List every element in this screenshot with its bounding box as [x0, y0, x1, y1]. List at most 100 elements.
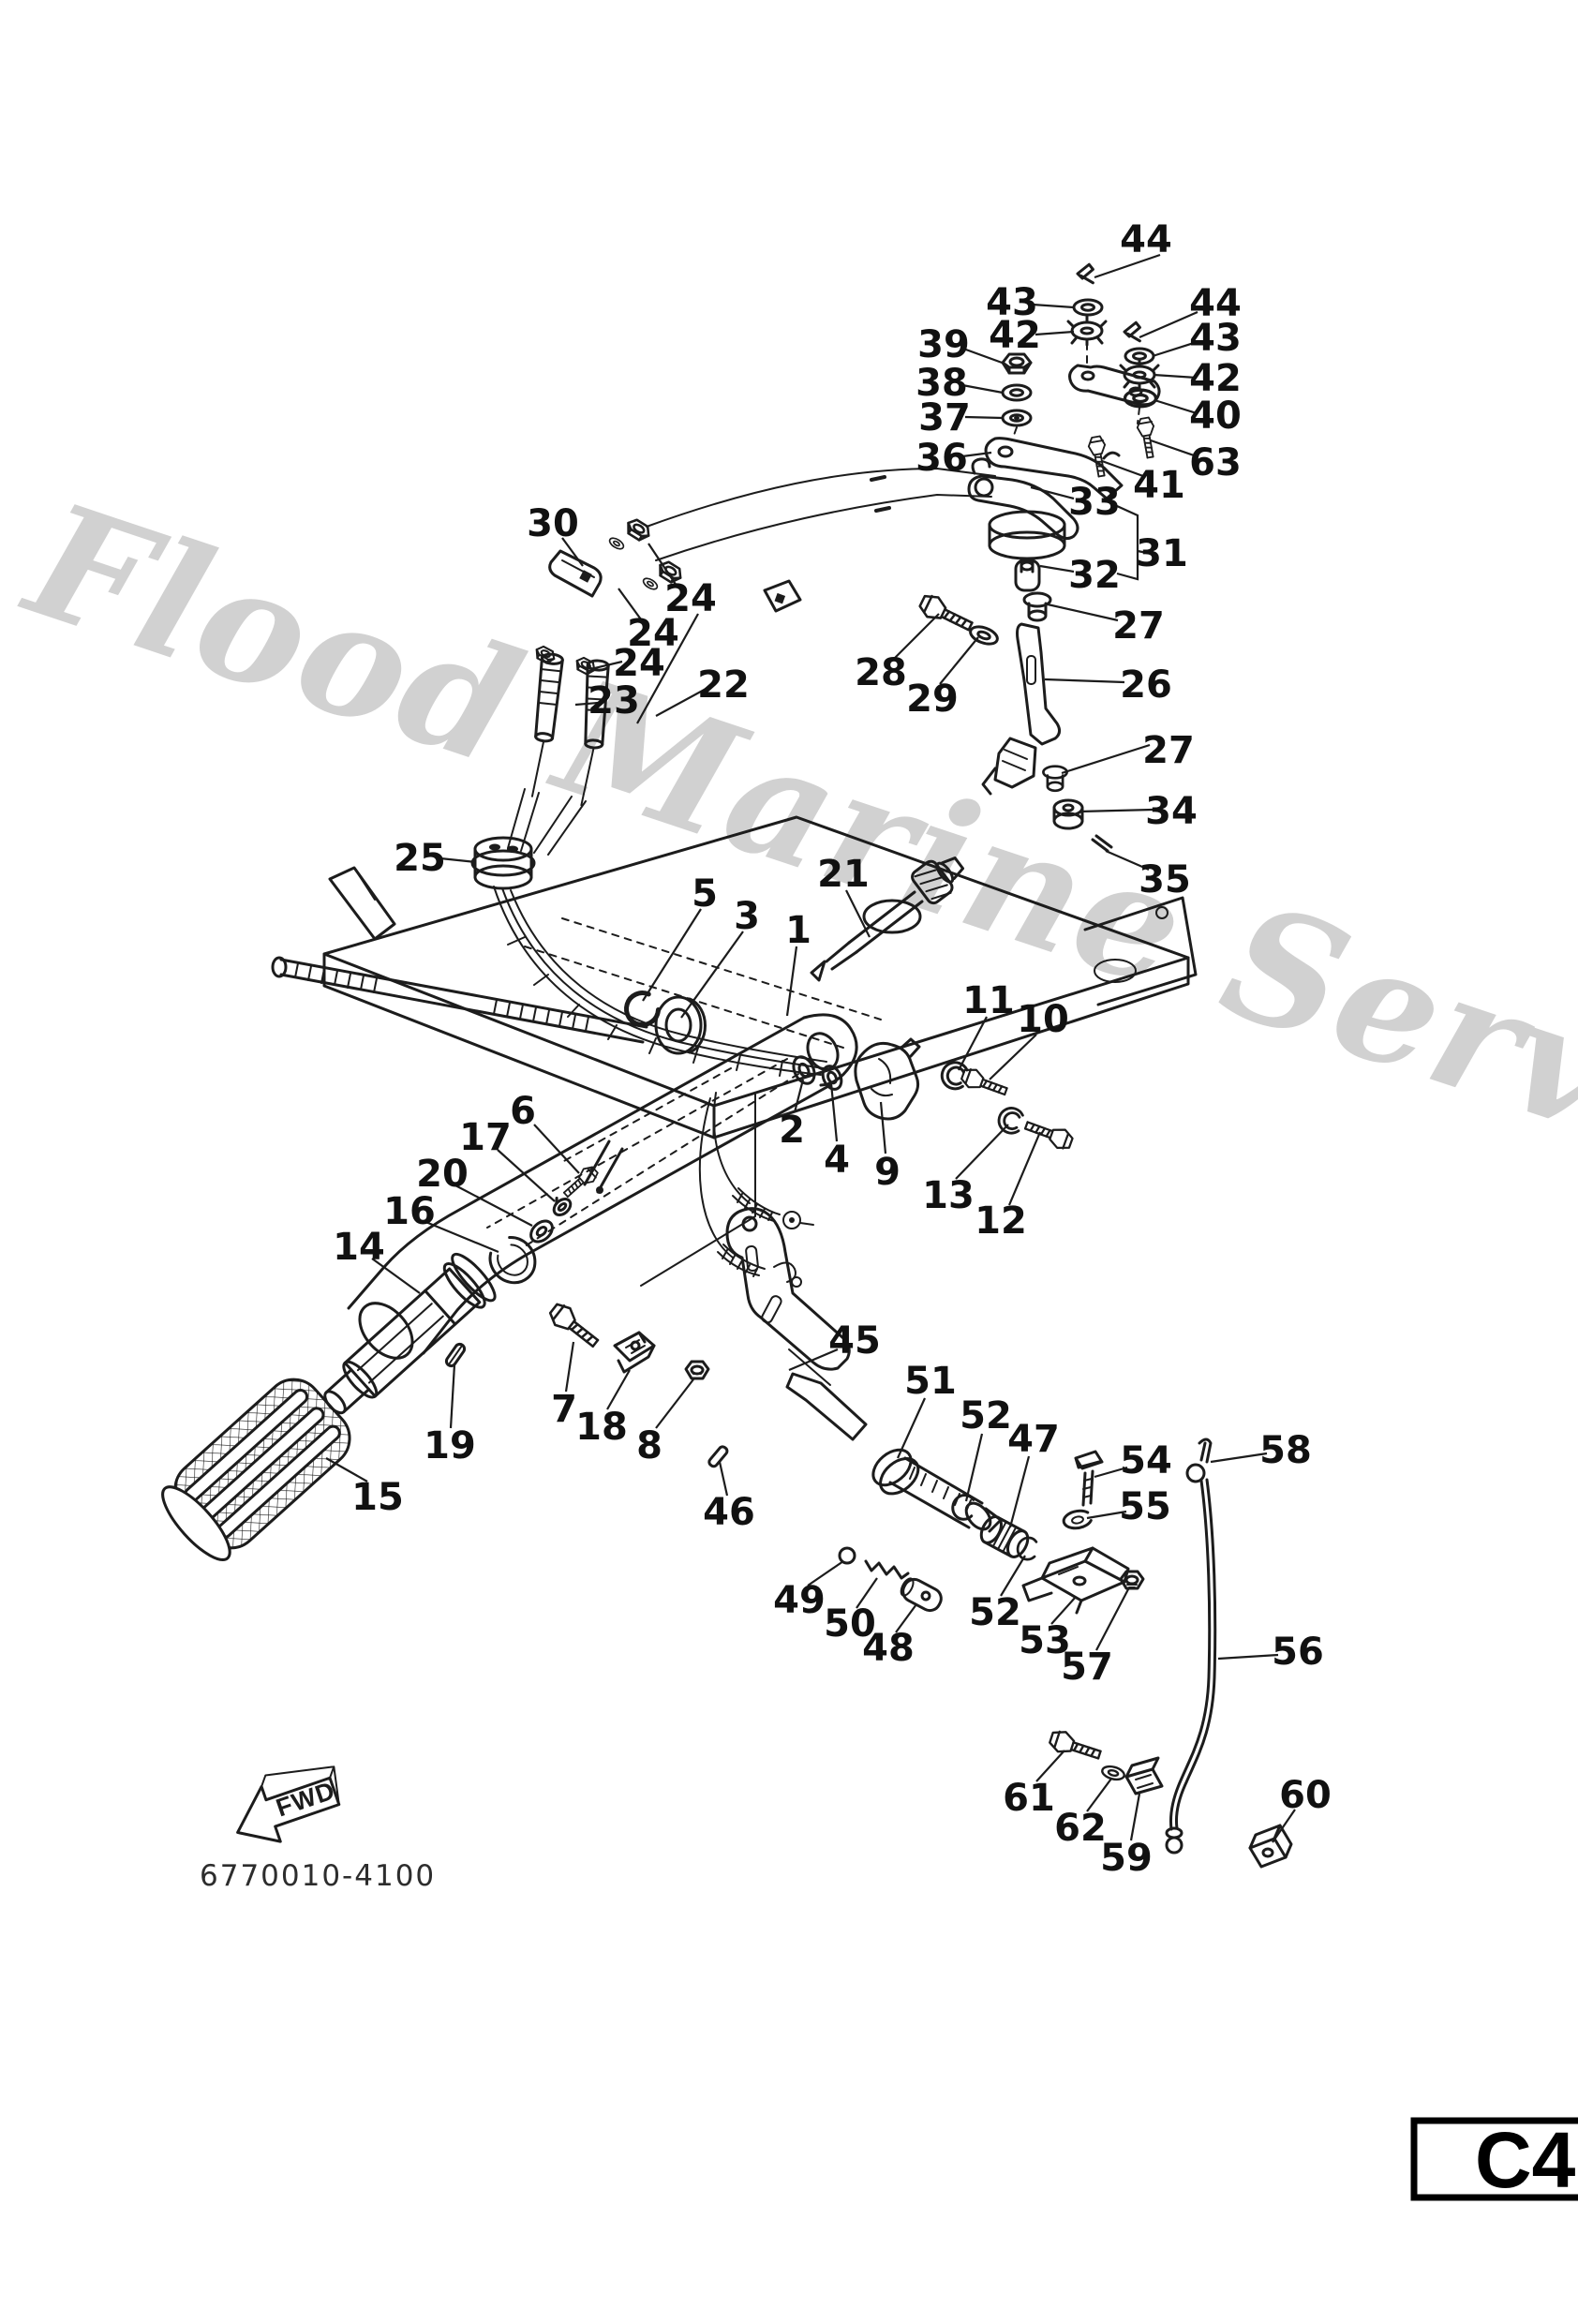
callout-leader-15 — [325, 1457, 368, 1482]
callout-leader-14 — [371, 1258, 421, 1294]
callout-label-21: 21 — [817, 853, 870, 896]
callout-leader-54 — [1094, 1466, 1128, 1479]
callout-leader-51 — [896, 1397, 927, 1459]
callout-leader-39 — [962, 347, 1005, 365]
cam-housing-53 — [1021, 1546, 1130, 1615]
callout-label-26: 26 — [1120, 663, 1172, 707]
callout-leader-48 — [895, 1603, 917, 1633]
callout-label-50: 50 — [824, 1602, 876, 1646]
callout-leader-21 — [845, 889, 871, 938]
callout-leader-44 — [1139, 310, 1198, 339]
callout-label-54: 54 — [1120, 1439, 1172, 1482]
callout-leader-31 — [1137, 549, 1148, 555]
cable-washer-mid — [640, 575, 661, 592]
callout-label-10: 10 — [1017, 998, 1069, 1041]
callout-label-24: 24 — [613, 642, 665, 685]
callout-label-56: 56 — [1272, 1631, 1324, 1674]
link-32 — [1014, 559, 1041, 592]
washer-37 — [1001, 409, 1033, 427]
throttle-shaft-21 — [810, 857, 965, 982]
callout-label-55: 55 — [1119, 1485, 1171, 1528]
callout-leader-36 — [961, 451, 992, 458]
callout-label-24: 24 — [627, 612, 679, 655]
callout-label-12: 12 — [975, 1199, 1027, 1243]
cable-washer-top — [606, 535, 627, 552]
callout-label-19: 19 — [424, 1424, 476, 1467]
callout-label-5: 5 — [692, 872, 718, 916]
callout-leader-8 — [655, 1378, 694, 1429]
callout-leader-9 — [879, 1101, 887, 1155]
callout-leader-5 — [642, 908, 702, 1002]
callout-label-38: 38 — [916, 362, 968, 405]
diagram-artwork: FWD — [161, 262, 1293, 1869]
page-code: C4 — [1475, 2116, 1576, 2204]
callout-leader-40 — [1154, 398, 1198, 415]
connector-bar — [1068, 364, 1161, 407]
spring-50 — [864, 1559, 910, 1580]
callout-label-31: 31 — [1136, 532, 1188, 575]
throttle-tube-14 — [323, 1252, 497, 1415]
callout-leader-12 — [1007, 1131, 1042, 1206]
callout-leader-49 — [807, 1560, 844, 1587]
bracket-group-31 — [1116, 504, 1139, 581]
cable-end-block — [763, 579, 802, 613]
callout-label-6: 6 — [510, 1090, 536, 1133]
rod-clamp-59 — [1124, 1756, 1164, 1795]
callout-leader-18 — [606, 1369, 631, 1410]
callout-label-28: 28 — [855, 651, 907, 694]
callout-leader-13 — [955, 1124, 1009, 1180]
shift-lever-51 — [785, 1372, 1003, 1533]
bolt-28 — [916, 590, 977, 637]
page-code-box: C4 — [1410, 2116, 1578, 2204]
bushing-16 — [488, 1236, 537, 1285]
callout-label-58: 58 — [1259, 1429, 1312, 1472]
pin-46 — [707, 1445, 729, 1468]
callout-leader-37 — [964, 415, 1004, 420]
callout-label-49: 49 — [773, 1579, 826, 1622]
callout-label-11: 11 — [962, 979, 1015, 1022]
callout-label-24: 24 — [664, 577, 717, 620]
callout-label-33: 33 — [1068, 481, 1121, 524]
nut-39 — [1001, 352, 1033, 375]
callout-label-4: 4 — [824, 1139, 850, 1182]
callout-leader-7 — [564, 1341, 575, 1393]
bracket-plate-36 — [984, 437, 1124, 500]
star-washer-42-left — [1066, 315, 1108, 347]
drawing-number: 6770010-4100 — [200, 1859, 436, 1893]
callout-label-44: 44 — [1120, 218, 1172, 261]
callout-label-52: 52 — [969, 1591, 1021, 1634]
callout-label-46: 46 — [703, 1491, 755, 1534]
washer-55 — [1062, 1509, 1093, 1530]
bolt-12 — [1021, 1115, 1076, 1154]
bushing-27-upper — [1022, 591, 1052, 622]
bushing-27-lower — [1042, 765, 1068, 793]
callout-label-35: 35 — [1139, 858, 1191, 901]
callout-leader-24 — [589, 660, 623, 671]
pin-35 — [1091, 834, 1113, 853]
callout-leader-33 — [1030, 485, 1075, 500]
washer-38 — [1001, 383, 1033, 402]
callout-label-39: 39 — [917, 323, 970, 366]
callout-label-27: 27 — [1112, 604, 1165, 648]
callout-leader-62 — [1086, 1778, 1112, 1812]
callout-leader-50 — [856, 1577, 878, 1609]
grip-15 — [161, 1378, 351, 1561]
callout-leader-25 — [439, 857, 477, 864]
callout-leader-41 — [1101, 459, 1144, 478]
callout-leader-28 — [891, 613, 940, 662]
callout-label-52: 52 — [960, 1394, 1012, 1438]
callout-label-14: 14 — [333, 1226, 385, 1269]
callout-leader-3 — [680, 931, 744, 1019]
washer-43-left — [1072, 298, 1104, 317]
callout-leader-6 — [533, 1124, 580, 1174]
callout-leader-27 — [1061, 743, 1151, 775]
callout-label-17: 17 — [459, 1116, 512, 1159]
callout-leader-44 — [1094, 253, 1161, 279]
callout-label-63: 63 — [1189, 441, 1242, 484]
cable-conduit — [493, 886, 827, 1077]
callout-leader-30 — [561, 537, 584, 567]
callout-leader-32 — [1039, 564, 1075, 574]
callout-leader-55 — [1086, 1510, 1127, 1520]
cable-clamp-30 — [548, 549, 603, 598]
